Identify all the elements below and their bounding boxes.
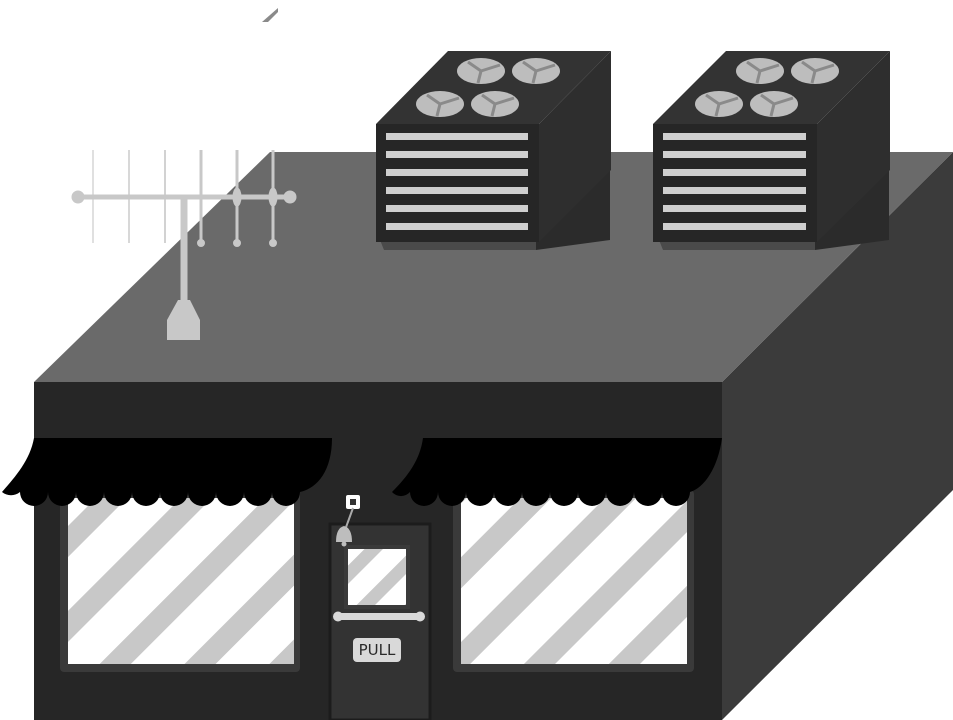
ac-unit-side bbox=[817, 51, 890, 242]
fan-icon bbox=[695, 58, 839, 117]
door-handle[interactable] bbox=[333, 611, 425, 622]
bell-icon bbox=[336, 495, 360, 547]
ac-unit-right bbox=[653, 51, 890, 250]
vent-slats bbox=[386, 133, 528, 230]
ac-unit-side bbox=[539, 51, 611, 242]
shop-window-right bbox=[453, 490, 694, 672]
shop-door[interactable]: PULL bbox=[328, 522, 432, 720]
shop-window-left bbox=[60, 490, 300, 672]
building-side-wall bbox=[722, 152, 953, 720]
vent-slats bbox=[663, 133, 806, 230]
roof-fragment bbox=[262, 8, 278, 22]
ac-unit-front bbox=[653, 124, 817, 242]
fan-icon bbox=[416, 58, 560, 117]
ac-unit-left bbox=[376, 51, 611, 250]
ac-unit-front bbox=[376, 124, 539, 242]
pull-sign bbox=[353, 638, 401, 662]
pull-sign-label: PULL bbox=[359, 641, 396, 659]
tv-antenna-icon bbox=[71, 150, 297, 340]
awning-left bbox=[2, 438, 332, 506]
awning-right bbox=[392, 438, 722, 506]
